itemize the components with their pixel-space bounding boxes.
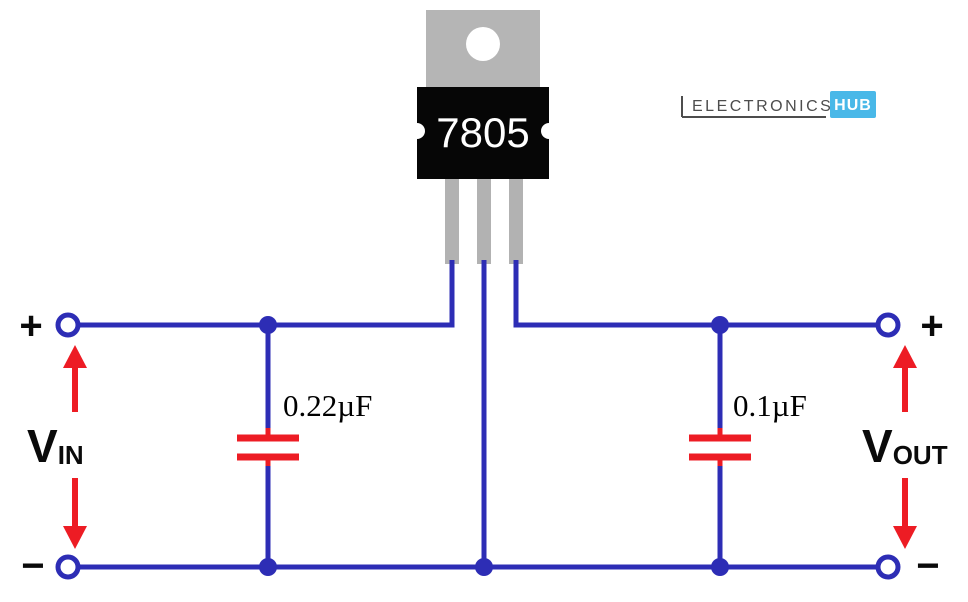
pin-output <box>509 179 523 264</box>
pin-input <box>445 179 459 264</box>
vout-label: VOUT <box>862 420 948 472</box>
cap-left-value: 0.22µF <box>283 388 372 423</box>
vin-label: VIN <box>27 420 84 472</box>
junction-dot <box>259 316 277 334</box>
vout-arrow-up-head <box>893 345 917 368</box>
polarity-minus-left: − <box>21 544 44 588</box>
cap-right-value: 0.1µF <box>733 388 807 423</box>
terminals: + + − − <box>19 304 943 588</box>
logo-badge-text: HUB <box>834 97 872 114</box>
logo-hub-badge <box>830 91 876 118</box>
logo-brand-text: ELECTRONICS <box>692 98 833 115</box>
wiring <box>78 260 878 570</box>
terminal-output-positive <box>875 312 901 338</box>
polarity-plus-left: + <box>19 304 42 348</box>
terminal-input-positive <box>55 312 81 338</box>
wire-input-rail <box>78 260 455 328</box>
terminal-output-negative <box>875 554 901 580</box>
vout-arrow-down-head <box>893 526 917 549</box>
wire-output-rail <box>513 260 878 328</box>
capacitor-left: 0.22µF <box>237 388 372 466</box>
capacitor-right: 0.1µF <box>689 388 807 466</box>
voltage-regulator-7805: 7805 <box>409 10 557 264</box>
body-notch-left <box>409 123 425 139</box>
vin-arrow-down-head <box>63 526 87 549</box>
regulator-body <box>417 87 549 179</box>
vin-arrow-up-head <box>63 345 87 368</box>
junction-dot <box>475 558 493 576</box>
junctions <box>259 316 729 576</box>
polarity-plus-right: + <box>920 304 943 348</box>
regulator-part-number: 7805 <box>436 109 529 156</box>
junction-dot <box>711 316 729 334</box>
pin-ground <box>477 179 491 264</box>
mounting-hole <box>466 27 500 61</box>
polarity-minus-right: − <box>916 544 939 588</box>
junction-dot <box>259 558 277 576</box>
electronicshub-logo: ELECTRONICS HUB <box>681 91 876 118</box>
vout-indicator: VOUT <box>862 345 948 549</box>
body-notch-right <box>541 123 557 139</box>
vin-indicator: VIN <box>27 345 87 549</box>
terminal-input-negative <box>55 554 81 580</box>
junction-dot <box>711 558 729 576</box>
